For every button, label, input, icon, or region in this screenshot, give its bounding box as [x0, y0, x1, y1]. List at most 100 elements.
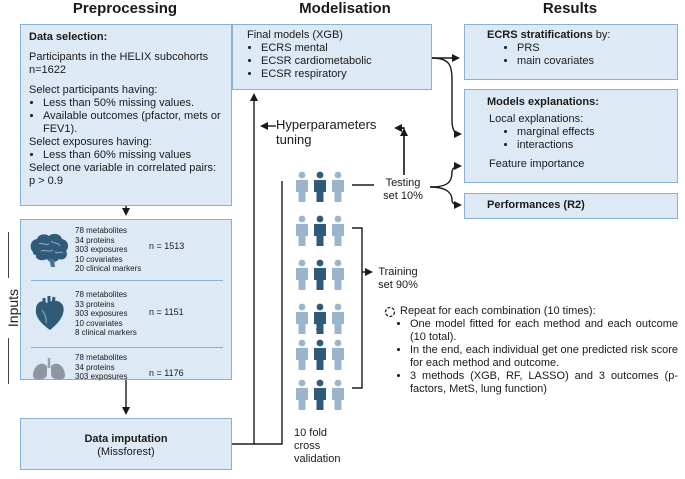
arrow-testing-to-performances [429, 186, 462, 209]
input-group-heart-lines: 78 metabolites 33 proteins 303 exposures… [75, 290, 137, 338]
repeat-title-text: Repeat for each combination (10 times): [400, 305, 596, 317]
list-item: PRS [517, 42, 667, 55]
explanations-title: Models explanations: [487, 96, 599, 108]
explanations-box: Models explanations: Local explanations:… [464, 89, 678, 183]
person-icon [332, 303, 344, 334]
list-item: marginal effects [517, 126, 667, 139]
exposure-criteria-list: Less than 60% missing values [29, 149, 223, 162]
imputation-subtitle: (Missforest) [97, 446, 155, 458]
list-item: One model fitted for each method and eac… [410, 318, 678, 344]
list-item: 33 proteins [75, 299, 115, 309]
person-icon [314, 171, 326, 202]
brain-icon [30, 233, 69, 267]
repeat-list: One model fitted for each method and eac… [384, 318, 678, 396]
stratifications-box: ECRS stratifications by: PRS main covari… [464, 24, 678, 80]
person-icon [332, 339, 344, 370]
header-results: Results [542, 0, 598, 17]
list-item: ECRS mental [261, 42, 417, 55]
person-icon [314, 259, 326, 290]
list-item: 78 metabolites [75, 290, 128, 299]
person-icon [332, 259, 344, 290]
cv-label: 10 fold cross validation [294, 427, 341, 465]
divider [31, 280, 223, 281]
stratifications-title-bold: ECRS stratifications [487, 29, 593, 41]
person-icon [296, 259, 308, 290]
person-icon [296, 303, 308, 334]
person-icon [332, 379, 344, 410]
heart-icon [35, 296, 64, 330]
performances-box: Performances (R2) [464, 193, 678, 219]
person-icon [314, 339, 326, 370]
person-icon [296, 215, 308, 246]
final-models-title: Final models (XGB) [247, 29, 343, 41]
list-item: 34 proteins [75, 362, 115, 372]
training-label: Training set 90% [378, 266, 418, 291]
list-item: 34 proteins [75, 235, 115, 245]
list-item: main covariates [517, 55, 667, 68]
person-icon [314, 215, 326, 246]
list-item: Less than 50% missing values. [43, 97, 223, 110]
list-item: Available outcomes (pfactor, mets or FEV… [43, 110, 223, 136]
list-item: 10 covariates [75, 254, 123, 264]
testing-label: Testing set 10% [383, 177, 423, 202]
select-exposures-text: Select exposures having: [29, 136, 152, 148]
list-item: 8 clinical markers [75, 328, 137, 338]
data-selection-box: Data selection: Participants in the HELI… [20, 24, 232, 206]
inputs-box: 78 metabolites 34 proteins 303 exposures… [20, 219, 232, 382]
list-item: In the end, each individual get one pred… [410, 344, 678, 370]
list-item: 78 metabolites [75, 226, 128, 235]
list-item: ECSR cardiometabolic [261, 55, 417, 68]
person-icon [314, 379, 326, 410]
person-icon [332, 215, 344, 246]
hyperparameters-label: Hyperparameters tuning [276, 117, 377, 147]
list-item: 303 exposures [75, 309, 128, 319]
person-icon [296, 171, 308, 202]
header-preprocessing: Preprocessing [72, 0, 178, 17]
data-imputation-box: Data imputation (Missforest) [20, 418, 232, 470]
input-group-brain-lines: 78 metabolites 34 proteins 303 exposures… [75, 226, 141, 274]
training-bracket [352, 227, 363, 389]
list-item: 20 clinical markers [75, 264, 142, 274]
list-item: 78 metabolites [75, 353, 128, 362]
connector-to-people [254, 181, 283, 445]
final-models-box: Final models (XGB) ECRS mental ECSR card… [232, 24, 432, 90]
count-heart: n = 1151 [149, 307, 184, 317]
list-item: interactions [517, 139, 667, 152]
person-icon [296, 379, 308, 410]
repeat-section: Repeat for each combination (10 times): … [384, 305, 678, 396]
select-participants-text: Select participants having: [29, 84, 158, 96]
correlated-pairs-text: Select one variable in correlated pairs:… [29, 162, 217, 187]
header-modelisation: Modelisation [299, 0, 391, 17]
person-icon [314, 303, 326, 334]
participant-criteria-list: Less than 50% missing values. Available … [29, 97, 223, 136]
imputation-title: Data imputation [84, 433, 168, 445]
repeat-title: Repeat for each combination (10 times): [384, 305, 678, 318]
stratifications-title-suffix: by: [592, 29, 611, 41]
stratifications-title: ECRS stratifications by: [487, 29, 667, 42]
refresh-icon [384, 306, 396, 318]
person-icon [332, 171, 344, 202]
list-item: ECSR respiratory [261, 68, 417, 81]
arrow-models-to-explanations [431, 57, 462, 138]
arrow-testing-to-feature [429, 162, 462, 188]
stratifications-list: PRS main covariates [487, 42, 667, 68]
inputs-bracket-line [8, 338, 9, 384]
feature-importance-label: Feature importance [489, 158, 585, 170]
list-item: 3 methods (XGB, RF, LASSO) and 3 outcome… [410, 370, 678, 396]
local-explanations-list: marginal effects interactions [487, 126, 667, 152]
list-item: 303 exposures [75, 372, 128, 382]
person-icon [296, 339, 308, 370]
local-explanations-label: Local explanations: [489, 113, 584, 125]
participants-text: Participants in the HELIX subcohorts n=1… [29, 51, 209, 76]
performances-label: Performances (R2) [487, 199, 585, 211]
input-group-lungs-lines: 78 metabolites 34 proteins 303 exposures [75, 353, 127, 382]
list-item: 10 covariates [75, 318, 123, 328]
data-selection-title: Data selection: [29, 31, 108, 43]
list-item: Less than 60% missing values [43, 149, 223, 162]
lungs-icon [32, 358, 66, 380]
inputs-bracket-line [8, 232, 9, 278]
divider [31, 347, 223, 348]
count-brain: n = 1513 [149, 241, 185, 251]
